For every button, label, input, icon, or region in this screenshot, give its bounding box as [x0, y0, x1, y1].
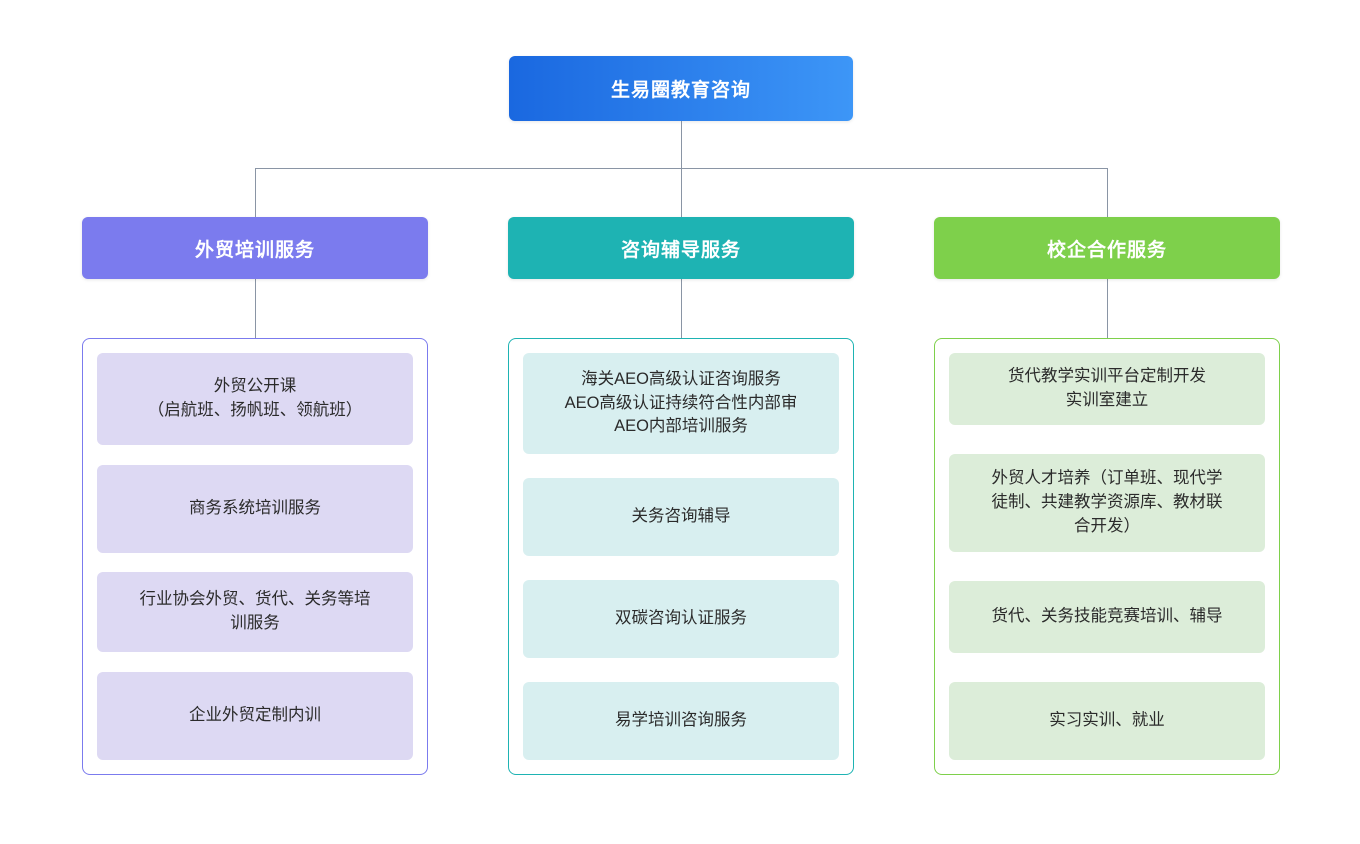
leaf-line: （启航班、扬帆班、领航班） — [147, 401, 363, 419]
leaf-line: 关务咨询辅导 — [631, 507, 731, 526]
leaf-item[interactable]: 商务系统培训服务 — [97, 464, 413, 553]
leaf-line: 企业外贸定制内训 — [189, 706, 321, 724]
leaf-item[interactable]: 行业协会外贸、货代、关务等培 训服务 — [97, 572, 413, 653]
leaf-item[interactable]: 货代、关务技能竞赛培训、辅导 — [949, 581, 1265, 653]
leaf-line: 货代、关务技能竞赛培训、辅导 — [991, 607, 1223, 626]
leaf-item[interactable]: 实习实训、就业 — [949, 682, 1265, 760]
leaf-line: 易学培训咨询服务 — [615, 711, 747, 730]
leaf-item[interactable]: 海关AEO高级认证咨询服务 AEO高级认证持续符合性内部审 AEO内部培训服务 — [523, 353, 839, 454]
connector-to-branch-0 — [255, 168, 256, 217]
leaf-item[interactable]: 外贸人才培养（订单班、现代学 徒制、共建教学资源库、教材联 合开发） — [949, 454, 1265, 552]
leaf-item[interactable]: 双碳咨询认证服务 — [523, 580, 839, 658]
leaf-line: 货代教学实训平台定制开发 — [1008, 367, 1206, 386]
leaf-line: 行业协会外贸、货代、关务等培 — [139, 590, 371, 609]
branch-header-xiaoqi-hezuo[interactable]: 校企合作服务 — [934, 217, 1280, 279]
root-node[interactable]: 生易圈教育咨询 — [509, 56, 853, 121]
connector-to-branch-2 — [1107, 168, 1108, 217]
leaf-item[interactable]: 货代教学实训平台定制开发 实训室建立 — [949, 353, 1265, 425]
leaf-line: 商务系统培训服务 — [189, 498, 321, 517]
leaf-item[interactable]: 企业外贸定制内训 — [97, 671, 413, 760]
leaf-line: 双碳咨询认证服务 — [615, 609, 747, 628]
leaf-line: AEO内部培训服务 — [614, 417, 748, 436]
leaf-line: 外贸人才培养（订单班、现代学 — [991, 469, 1223, 488]
connector-branch-2-to-box — [1107, 279, 1108, 338]
branch-box-xiaoqi-hezuo: 货代教学实训平台定制开发 实训室建立 外贸人才培养（订单班、现代学 徒制、共建教… — [934, 338, 1280, 775]
leaf-line: 外贸公开课 — [213, 377, 297, 396]
branch-header-zixun-fudao[interactable]: 咨询辅导服务 — [508, 217, 854, 279]
leaf-item[interactable]: 外贸公开课 （启航班、扬帆班、领航班） — [97, 353, 413, 445]
connector-branch-1-to-box — [681, 279, 682, 338]
leaf-line: AEO高级认证持续符合性内部审 — [564, 393, 798, 412]
leaf-line: 实训室建立 — [1065, 391, 1149, 409]
leaf-line: 实习实训、就业 — [1049, 711, 1165, 730]
connector-root-stem — [681, 121, 682, 168]
leaf-line: 训服务 — [230, 614, 280, 633]
leaf-line: 海关AEO高级认证咨询服务 — [581, 369, 781, 388]
leaf-item[interactable]: 关务咨询辅导 — [523, 478, 839, 556]
branch-box-waimao-peixun: 外贸公开课 （启航班、扬帆班、领航班） 商务系统培训服务 行业协会外贸、货代、关… — [82, 338, 428, 775]
leaf-line: 合开发） — [1074, 516, 1140, 535]
connector-branch-0-to-box — [255, 279, 256, 338]
connector-to-branch-1 — [681, 168, 682, 217]
branch-box-zixun-fudao: 海关AEO高级认证咨询服务 AEO高级认证持续符合性内部审 AEO内部培训服务 … — [508, 338, 854, 775]
leaf-line: 徒制、共建教学资源库、教材联 — [991, 493, 1223, 512]
branch-header-waimao-peixun[interactable]: 外贸培训服务 — [82, 217, 428, 279]
leaf-item[interactable]: 易学培训咨询服务 — [523, 682, 839, 760]
